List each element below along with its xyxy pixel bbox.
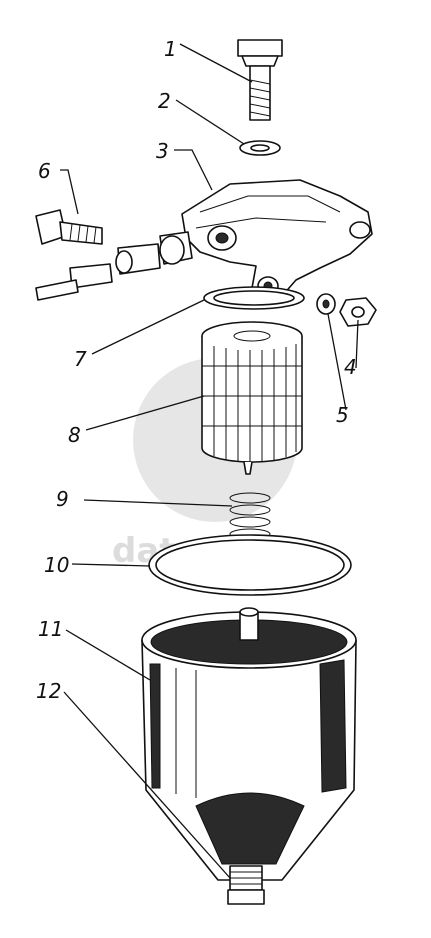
leader-9 (83, 499, 233, 507)
leader-4 (355, 319, 359, 369)
washer (239, 140, 281, 156)
leader-11 (65, 629, 151, 681)
callout-labels: 1 2 3 4 5 6 7 8 9 10 11 12 (36, 37, 357, 703)
callout-12: 12 (36, 679, 61, 703)
callout-3: 3 (156, 139, 169, 163)
callout-2: 2 (158, 89, 171, 113)
gasket (203, 286, 305, 310)
leader-8 (85, 395, 205, 431)
callout-8: 8 (68, 423, 81, 447)
leader-7 (91, 299, 205, 355)
callout-1: 1 (164, 37, 177, 61)
hollow-bolt (35, 209, 103, 245)
leader-1 (179, 43, 253, 83)
callout-11: 11 (38, 617, 63, 641)
sealing-ring (148, 534, 352, 596)
nut (339, 297, 377, 327)
callout-6: 6 (38, 159, 51, 183)
leader-12 (63, 691, 231, 879)
filter-element (201, 321, 303, 475)
leader-5 (327, 313, 347, 411)
filter-housing (35, 179, 373, 301)
drain-plug (227, 865, 265, 905)
bowl (141, 607, 357, 881)
leader-6 (60, 169, 79, 215)
leader-2 (175, 99, 245, 145)
callout-5: 5 (336, 403, 349, 427)
callout-9: 9 (56, 487, 69, 511)
bolt (237, 39, 283, 121)
callout-4: 4 (344, 355, 357, 379)
callout-7: 7 (74, 347, 87, 371)
leader-10 (71, 563, 151, 567)
leader-lines (60, 43, 359, 879)
callout-10: 10 (44, 553, 69, 577)
lock-washer (316, 293, 336, 315)
leader-3 (174, 149, 213, 191)
